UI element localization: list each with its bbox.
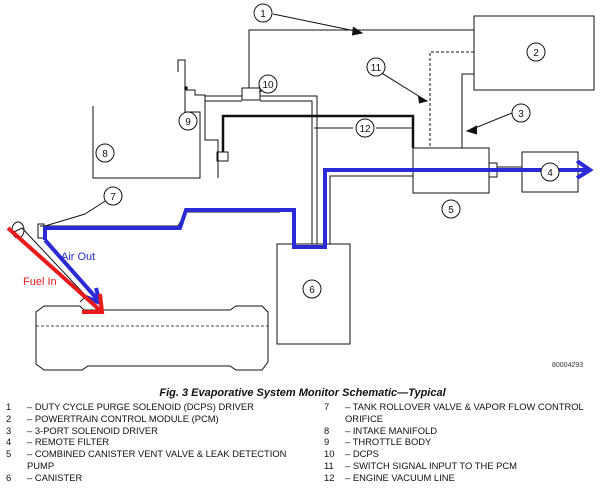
fuel-flow-path — [6, 226, 104, 314]
air-flow-arrowhead — [575, 159, 594, 180]
figure-caption: Fig. 3 Evaporative System Monitor Schema… — [159, 387, 446, 399]
engine-vacuum-line — [221, 114, 415, 152]
fuel-flow-arrowhead — [82, 293, 105, 314]
svg-text:1: 1 — [260, 9, 266, 20]
legend-item: 3– 3-PORT SOLENOID DRIVER — [6, 424, 158, 436]
svg-text:6: 6 — [309, 285, 315, 296]
svg-text:5: 5 — [448, 205, 454, 216]
callout-8: 8 — [95, 143, 115, 163]
document-id: 80004293 — [552, 362, 584, 369]
legend-item: 10– DCPS — [324, 448, 379, 460]
dcps-driver-wire — [248, 29, 474, 88]
legend-item: 5– COMBINED CANISTER VENT VALVE & LEAK D… — [6, 448, 287, 471]
canister — [276, 243, 351, 345]
filler-pipe — [13, 227, 87, 303]
callout-5: 5 — [441, 199, 461, 219]
legend-item: 11– SWITCH SIGNAL INPUT TO THE PCM — [324, 459, 517, 471]
dcps-valve — [241, 87, 261, 101]
evap-schematic: Air Out Fuel In 1 2 3 4 5 6 7 8 9 10 11 … — [6, 3, 595, 371]
throttle-body — [185, 89, 219, 178]
legend-item: 8– INTAKE MANIFOLD — [324, 424, 438, 436]
legend-item: 9– THROTTLE BODY — [324, 436, 432, 448]
fuel-tank — [35, 305, 269, 371]
svg-text:8: 8 — [102, 149, 108, 160]
throttle-port — [216, 151, 229, 162]
svg-text:10: 10 — [262, 80, 274, 91]
svg-text:9: 9 — [185, 117, 191, 128]
callout-1: 1 — [253, 3, 273, 23]
legend-item: 2– POWERTRAIN CONTROL MODULE (PCM) — [6, 412, 219, 424]
legend-item: 1– DUTY CYCLE PURGE SOLENOID (DCPS) DRIV… — [6, 401, 254, 412]
callout-10: 10 — [258, 74, 278, 94]
air-out-label: Air Out — [61, 251, 95, 263]
svg-text:7: 7 — [110, 192, 116, 203]
pcm-box — [473, 15, 595, 91]
svg-text:11: 11 — [371, 63, 382, 74]
callout-3: 3 — [511, 103, 531, 123]
legend-item: 4– REMOTE FILTER — [6, 436, 110, 448]
purge-hose-c — [260, 95, 318, 244]
callout-9: 9 — [178, 111, 198, 131]
svg-text:2: 2 — [533, 48, 539, 59]
switch-signal-line — [429, 51, 474, 148]
solenoid-driver-wire — [461, 73, 474, 148]
callout-2: 2 — [526, 42, 546, 62]
purge-hose-d — [260, 100, 313, 244]
callout-11: 11 — [366, 57, 386, 77]
svg-text:3: 3 — [518, 109, 524, 120]
svg-text:12: 12 — [359, 124, 371, 135]
fuel-in-label: Fuel In — [23, 276, 57, 288]
legend-item: 6– CANISTER — [6, 471, 83, 483]
legend-left: 1– DUTY CYCLE PURGE SOLENOID (DCPS) DRIV… — [6, 401, 306, 484]
callout-12: 12 — [355, 118, 375, 138]
legend-item: 12– ENGINE VACUUM LINE — [324, 471, 455, 483]
air-flow-path — [43, 168, 589, 249]
callout-4: 4 — [540, 162, 560, 182]
callout-6: 6 — [302, 279, 322, 299]
rollover-line — [40, 211, 280, 227]
air-flow-down — [43, 238, 100, 302]
svg-text:4: 4 — [547, 168, 553, 179]
legend-right: 7– TANK ROLLOVER VALVE & VAPOR FLOW CONT… — [324, 401, 599, 484]
callout-7: 7 — [103, 186, 123, 206]
legend-item: 7– TANK ROLLOVER VALVE & VAPOR FLOW CONT… — [324, 401, 584, 424]
intake-manifold — [92, 59, 201, 179]
